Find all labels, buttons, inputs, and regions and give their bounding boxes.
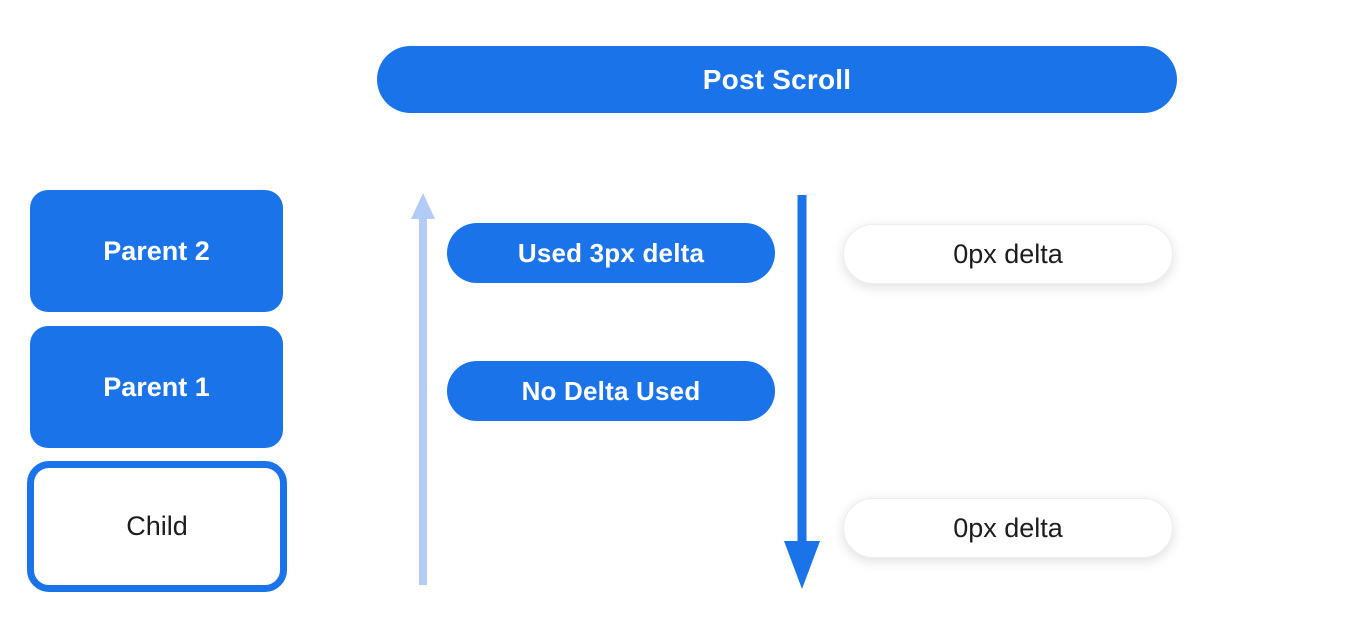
scroll-up-arrow-head <box>411 193 435 219</box>
used-delta-pill: Used 3px delta <box>447 223 775 283</box>
scroll-up-arrow-shaft <box>419 217 427 585</box>
parent-2-box: Parent 2 <box>30 190 283 312</box>
child-box: Child <box>27 461 287 592</box>
scroll-down-arrow-head <box>784 541 820 589</box>
scroll-up-arrow <box>411 193 435 585</box>
scroll-down-arrow <box>784 195 820 589</box>
zero-delta-pill-bottom: 0px delta <box>843 498 1173 558</box>
parent-1-box: Parent 1 <box>30 326 283 448</box>
post-scroll-header: Post Scroll <box>377 46 1177 113</box>
scroll-down-arrow-shaft <box>797 195 807 545</box>
zero-delta-pill-top: 0px delta <box>843 224 1173 284</box>
no-delta-used-pill: No Delta Used <box>447 361 775 421</box>
